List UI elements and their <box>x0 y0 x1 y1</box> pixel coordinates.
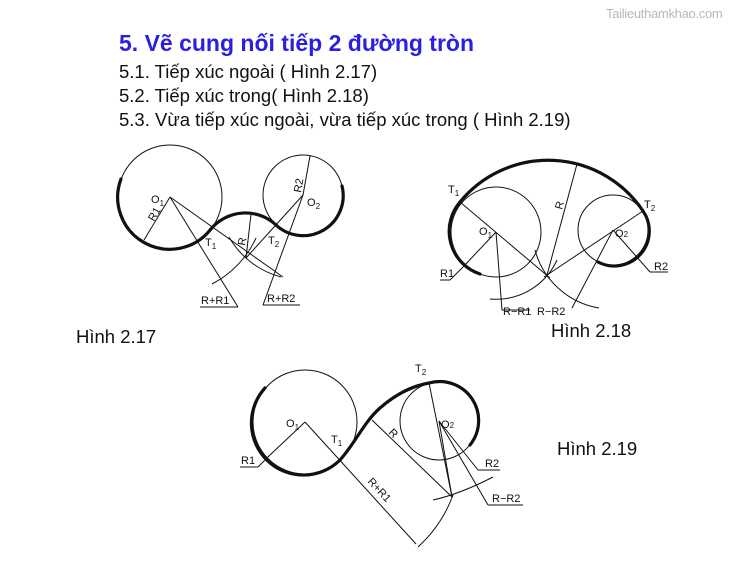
label-r: R <box>236 237 249 247</box>
label-r2: R2 <box>292 178 306 194</box>
construction-lines <box>143 155 311 308</box>
label-r-minus-r2: R−R2 <box>492 493 520 505</box>
slide-title: 5. Vẽ cung nối tiếp 2 đường tròn <box>119 30 475 56</box>
label-r1: R1 <box>440 268 454 280</box>
thick-arc-o2 <box>596 209 651 268</box>
item-5-1: 5.1. Tiếp xúc ngoài ( Hình 2.17) <box>119 61 378 82</box>
label-r2: R2 <box>485 458 499 470</box>
label-r: R <box>553 200 567 211</box>
label-o1: O1 <box>151 194 165 208</box>
caption-fig-2-17: Hình 2.17 <box>76 326 157 347</box>
label-r-minus-r1: R−R1 <box>503 306 531 318</box>
item-5-3: 5.3. Vừa tiếp xúc ngoài, vừa tiếp xúc tr… <box>119 109 571 130</box>
label-r2: R2 <box>654 261 668 273</box>
caption-fig-2-18: Hình 2.18 <box>551 320 632 341</box>
label-o2: O2 <box>615 228 629 240</box>
label-r-plus-r2: R+R2 <box>267 293 295 305</box>
circle-o1 <box>450 186 542 278</box>
figure-2-18: T1 T2 O1 O2 R R1 R2 R−R1 R−R2 <box>440 158 668 318</box>
label-r: R <box>386 427 400 441</box>
label-r1: R1 <box>241 455 255 467</box>
caption-fig-2-19: Hình 2.19 <box>557 438 638 459</box>
label-t1: T1 <box>331 434 343 448</box>
label-o1: O1 <box>286 418 300 432</box>
thick-arc-o2 <box>274 184 345 238</box>
watermark: Tailieuthamkhao.com <box>606 6 723 21</box>
label-t1: T1 <box>205 237 217 251</box>
label-t2: T2 <box>268 235 280 249</box>
label-r1: R1 <box>146 205 163 223</box>
label-o2: O2 <box>307 197 321 211</box>
label-t1: T1 <box>448 184 460 198</box>
construction-lines <box>240 382 523 548</box>
label-r-minus-r2: R−R2 <box>537 306 565 318</box>
thick-arc-o1 <box>447 200 482 276</box>
construction-lines <box>440 163 668 311</box>
label-t2: T2 <box>644 199 656 213</box>
connecting-curve <box>338 381 431 462</box>
thick-arc-o2 <box>427 379 481 447</box>
label-r-plus-r1: R+R1 <box>201 295 229 307</box>
label-t2: T2 <box>415 363 427 377</box>
label-r-plus-r1: R+R1 <box>365 476 393 505</box>
connecting-arc <box>208 211 278 232</box>
figure-2-17: O1 O2 T1 T2 R1 R2 R R+R1 R+R2 <box>116 144 345 308</box>
item-5-2: 5.2. Tiếp xúc trong( Hình 2.18) <box>119 85 369 106</box>
label-o2: O2 <box>441 419 455 431</box>
figure-2-19: O1 O2 T1 T2 R R+R1 R1 R2 R−R2 <box>240 363 523 548</box>
label-o1: O1 <box>479 226 493 240</box>
connecting-arc <box>458 158 645 213</box>
thick-arc-o1 <box>249 386 342 477</box>
thick-arc-o1 <box>116 177 213 251</box>
